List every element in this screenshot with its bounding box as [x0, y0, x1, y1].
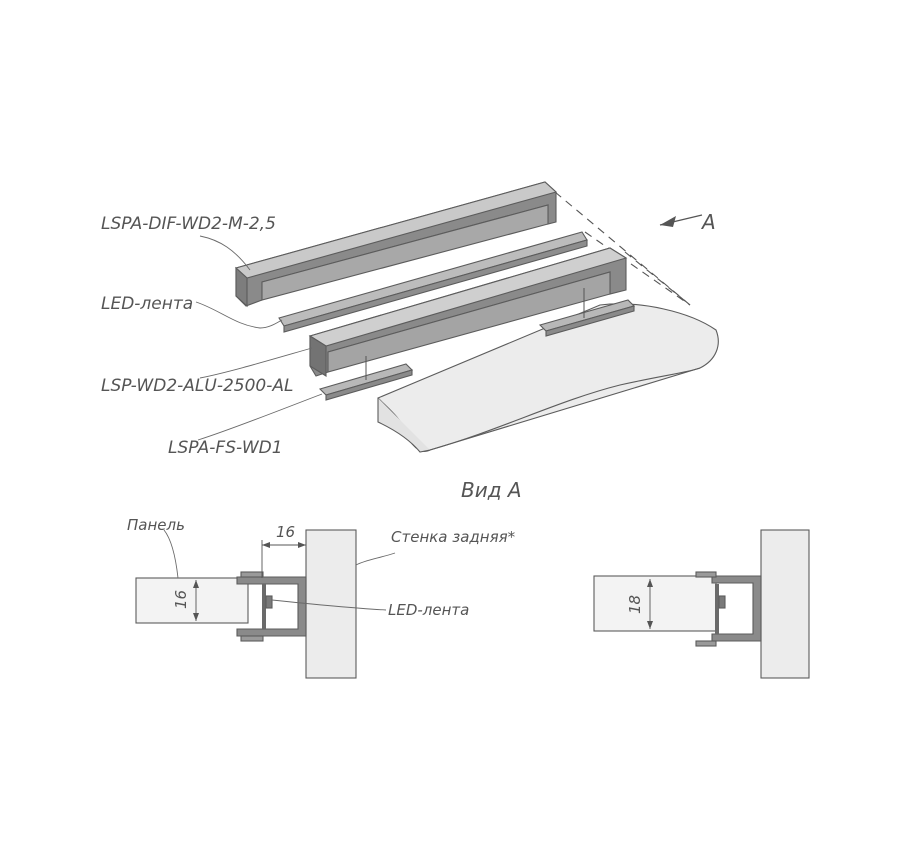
label-led-strip: LED-лента	[101, 294, 193, 314]
label-panel: Панель	[127, 516, 185, 534]
leader-lines-iso	[195, 235, 323, 441]
diffuser-profile	[234, 181, 558, 308]
alignment-lines	[365, 288, 585, 380]
dim-panel-18: 18	[626, 595, 644, 614]
label-back-wall: Стенка задняя*	[391, 528, 516, 546]
dim-gap-16: 16	[276, 523, 295, 541]
view-a-title: Вид А	[461, 478, 522, 502]
section-view-16	[135, 529, 357, 679]
led-strip-bar	[278, 231, 588, 333]
label-diffuser: LSPA-DIF-WD2-M-2,5	[101, 214, 276, 234]
section-view-18	[593, 529, 810, 679]
panel-board	[377, 303, 719, 453]
label-profile: LSP-WD2-ALU-2500-AL	[101, 376, 293, 396]
leader-lines-section	[163, 529, 396, 611]
mounting-bracket-right	[538, 299, 636, 337]
view-a-arrow	[659, 214, 703, 227]
label-led-strip-section: LED-лента	[388, 601, 469, 619]
label-bracket: LSPA-FS-WD1	[168, 438, 283, 458]
alu-profile	[308, 247, 628, 377]
guide-lines	[554, 191, 691, 306]
dim-panel-16: 16	[172, 590, 190, 609]
label-view-arrow: A	[700, 210, 716, 234]
